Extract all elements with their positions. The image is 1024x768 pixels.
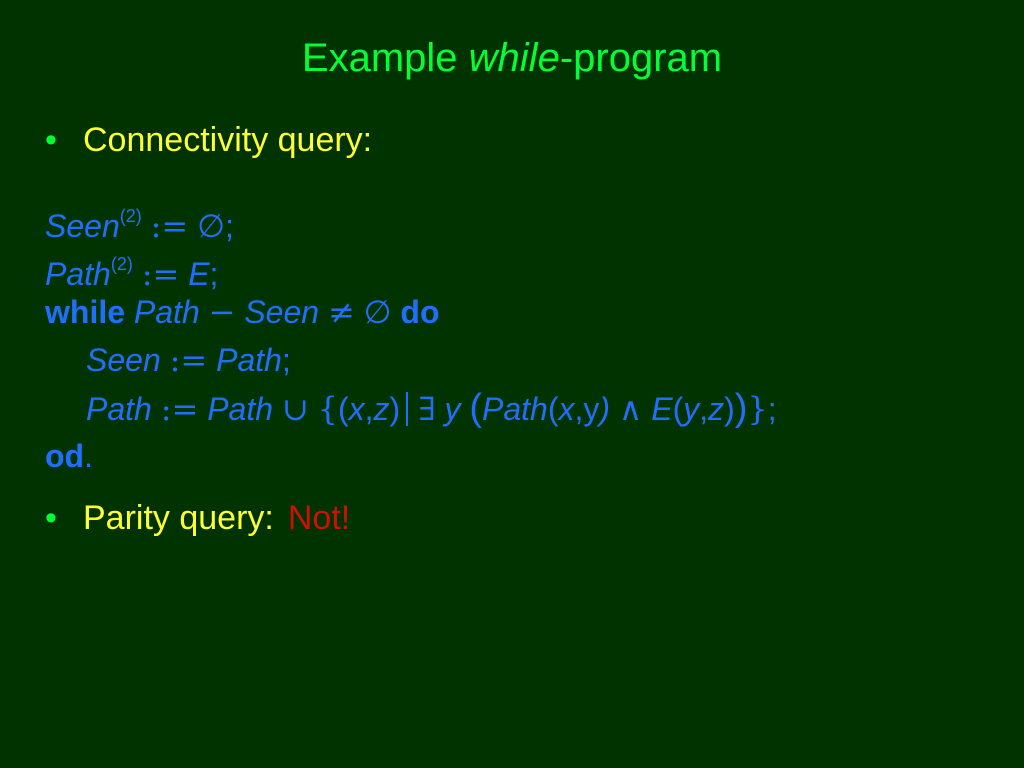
assign-op: :=: [160, 390, 199, 428]
not-highlight: Not!: [287, 499, 351, 537]
program-line-1: Seen(2) := ∅;: [45, 192, 777, 245]
period: .: [84, 438, 93, 474]
var-x: x: [348, 391, 365, 427]
assign-op: :=: [150, 207, 189, 245]
var-z: z: [373, 391, 390, 427]
program-line-4: Seen := Path;: [45, 336, 777, 384]
var-path: Path: [481, 391, 548, 427]
semicolon: ;: [281, 342, 291, 378]
empty-set: ∅: [197, 207, 225, 245]
keyword-do: do: [400, 294, 440, 330]
keyword-while: while: [45, 294, 126, 330]
arity-sup: (2): [119, 206, 142, 226]
while-program: Seen(2) := ∅; Path(2) := E; while Path −…: [45, 192, 777, 480]
comma: ,: [574, 391, 584, 427]
paren: ): [724, 391, 735, 427]
var-y: y: [683, 391, 700, 427]
var-e: E: [651, 391, 673, 427]
var-e: E: [188, 256, 210, 292]
comma: ,: [364, 391, 374, 427]
var-path: Path: [86, 391, 152, 427]
paren: (: [672, 391, 684, 427]
var-path: Path: [133, 294, 200, 330]
right-brace: }: [747, 390, 768, 428]
bullet-dot-icon: •: [45, 121, 57, 159]
bullet-parity: • Parity query: Not!: [45, 496, 350, 540]
semicolon: ;: [767, 391, 777, 427]
big-paren: ): [734, 387, 748, 429]
bullet-connectivity: • Connectivity query:: [45, 118, 372, 162]
empty-set: ∅: [363, 293, 392, 331]
left-brace: {: [317, 390, 338, 428]
var-y: y: [583, 391, 600, 427]
union-op: ∪: [281, 390, 309, 428]
big-paren: (: [469, 387, 482, 429]
program-line-3: while Path − Seen ≠ ∅ do: [45, 288, 777, 336]
title-italic: while: [468, 36, 560, 80]
neq-op: ≠: [327, 293, 355, 331]
and-op: ∧: [618, 390, 643, 428]
program-line-5: Path := Path ∪ {(x,z)∃ y (Path(x,y) ∧ E(…: [45, 384, 777, 432]
title-prefix: Example: [301, 36, 469, 80]
paren: ): [599, 391, 611, 427]
paren: ): [389, 391, 401, 427]
semicolon: ;: [224, 208, 234, 244]
program-line-2: Path(2) := E;: [45, 240, 777, 293]
var-z: z: [708, 391, 725, 427]
minus-op: −: [208, 293, 236, 331]
program-line-6: od.: [45, 432, 777, 480]
paren: (: [547, 391, 559, 427]
assign-op: :=: [169, 341, 208, 379]
var-seen: Seen: [86, 342, 161, 378]
var-y: y: [444, 391, 461, 427]
var-path: Path: [207, 391, 274, 427]
arity-sup: (2): [110, 254, 133, 274]
bullet-text: Connectivity query:: [83, 121, 373, 159]
slide-title: Example while-program: [0, 30, 1024, 86]
paren: (: [337, 391, 349, 427]
title-suffix: -program: [559, 36, 723, 80]
var-path: Path: [216, 342, 282, 378]
var-seen: Seen: [45, 208, 120, 244]
var-seen: Seen: [244, 294, 320, 330]
var-path: Path: [45, 256, 111, 292]
var-x: x: [558, 391, 575, 427]
bullet-text: Parity query:: [83, 499, 274, 537]
assign-op: :=: [141, 255, 180, 293]
such-that-bar: [406, 392, 409, 426]
bullet-dot-icon: •: [45, 499, 57, 537]
keyword-od: od: [45, 438, 85, 474]
comma: ,: [699, 391, 709, 427]
semicolon: ;: [209, 256, 219, 292]
exists-op: ∃: [418, 390, 436, 428]
